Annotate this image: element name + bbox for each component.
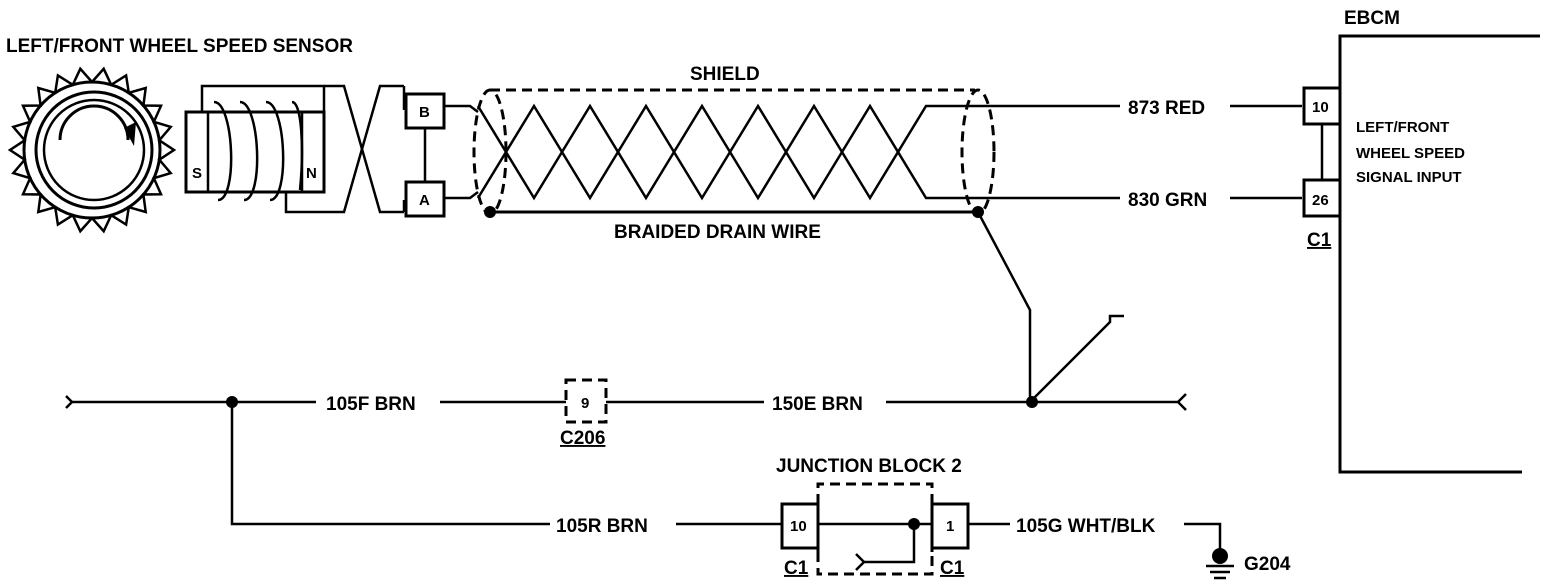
pin-b-label: B (419, 104, 430, 121)
jb-right-connector: C1 (940, 558, 965, 579)
sensor-coil: S N (184, 84, 326, 214)
ground-g204: 105G WHT/BLK G204 (968, 516, 1291, 580)
c206-label: C206 (560, 428, 605, 449)
ebcm-input-line2: WHEEL SPEED (1356, 145, 1465, 162)
wire-150e-brn-label: 150E BRN (772, 394, 863, 415)
sensor-title: LEFT/FRONT WHEEL SPEED SENSOR (6, 36, 353, 57)
wire-873-red-label: 873 RED (1128, 98, 1205, 119)
pin-a-label: A (419, 192, 430, 209)
tone-ring (7, 66, 177, 234)
ebcm-pin-26: 26 (1312, 192, 1329, 209)
junction-block-2: JUNCTION BLOCK 2 10 1 C1 C1 (776, 456, 970, 579)
pole-s-label: S (192, 165, 202, 182)
ground-bus: 105F BRN 150E BRN 9 C206 (65, 378, 1187, 449)
wire-105f-brn-label: 105F BRN (326, 394, 416, 415)
jb-right-pin: 1 (946, 518, 954, 535)
shield-label: SHIELD (690, 64, 760, 85)
ground-label: G204 (1244, 554, 1291, 575)
drain-to-ground (976, 211, 1124, 408)
jb-left-connector: C1 (784, 558, 809, 579)
sensor-connector: B A (404, 92, 479, 218)
ebcm-input-line1: LEFT/FRONT (1356, 119, 1449, 136)
ebcm-pin-10: 10 (1312, 99, 1329, 116)
drain-wire-label: BRAIDED DRAIN WIRE (614, 222, 821, 243)
signal-wires: 873 RED 830 GRN (934, 98, 1302, 211)
pole-n-label: N (306, 165, 317, 182)
ebcm-title: EBCM (1344, 8, 1400, 29)
junction-branch: 105R BRN (230, 402, 782, 537)
ebcm-connector-c1: C1 (1307, 230, 1332, 251)
ebcm-input-line3: SIGNAL INPUT (1356, 169, 1462, 186)
jb-left-pin: 10 (790, 518, 807, 535)
shielded-cable: SHIELD BRAIDED DRAIN WIRE (472, 64, 996, 243)
c206-pin: 9 (581, 395, 589, 412)
wire-105r-brn-label: 105R BRN (556, 516, 648, 537)
sensor-twisted-pair (324, 84, 406, 214)
ebcm-module: EBCM 10 26 C1 LEFT/FRONT WHEEL SPEED SIG… (1302, 8, 1540, 474)
wire-105g-wht-blk-label: 105G WHT/BLK (1016, 516, 1156, 537)
junction-block-title: JUNCTION BLOCK 2 (776, 456, 962, 477)
wire-830-grn-label: 830 GRN (1128, 190, 1207, 211)
